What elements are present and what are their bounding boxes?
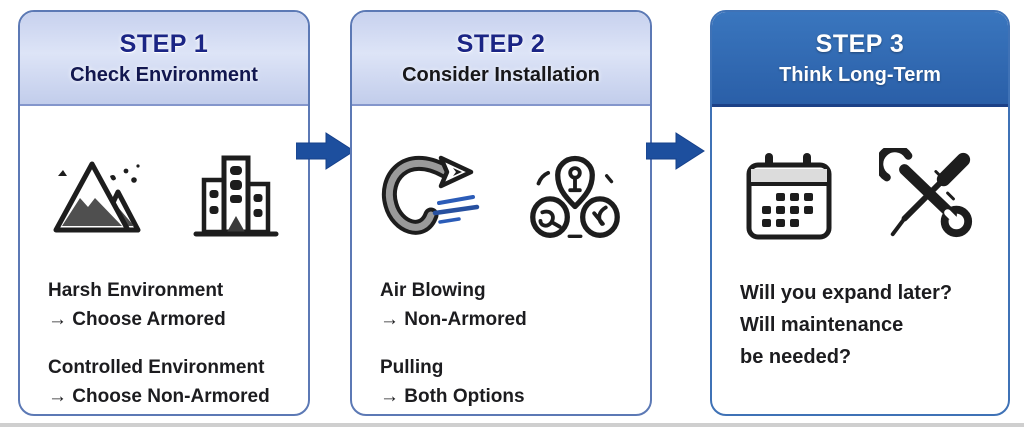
question-line: be needed? [740, 346, 852, 368]
rule-recommendation: → Choose Armored [48, 309, 226, 330]
rule-item: Air Blowing → Non-Armored [380, 276, 650, 334]
step-3-card: STEP 3 Think Long-Term [710, 10, 1010, 416]
rule-recommendation: → Both Options [380, 386, 525, 407]
rule-item: Pulling → Both Options [380, 353, 650, 411]
step-2-text: Air Blowing → Non-Armored Pulling → Both… [352, 276, 650, 411]
question-line: Will maintenance [740, 314, 904, 336]
rule-condition: Harsh Environment [48, 280, 224, 301]
step-1-text: Harsh Environment → Choose Armored Contr… [20, 276, 308, 411]
step-2-subtitle: Consider Installation [402, 63, 600, 86]
step-1-title: STEP 1 [119, 29, 209, 58]
step-3-title: STEP 3 [815, 29, 905, 58]
air-blowing-icon [379, 147, 483, 243]
rule-recommendation: → Choose Non-Armored [48, 386, 270, 407]
rule-item: Harsh Environment → Choose Armored [48, 276, 308, 334]
step-1-card: STEP 1 Check Environment [18, 10, 310, 416]
step-1-icon-row [20, 146, 308, 244]
step-2-card: STEP 2 Consider Installation [350, 10, 652, 416]
tools-icon [879, 148, 977, 244]
arrow-right-icon [645, 130, 706, 172]
arrow-right-icon [295, 130, 356, 172]
step-3-icon-row [712, 147, 1008, 245]
step-2-title: STEP 2 [456, 29, 546, 58]
cable-pulling-icon [527, 147, 623, 243]
rule-item: Controlled Environment → Choose Non-Armo… [48, 353, 308, 411]
step-3-header: STEP 3 Think Long-Term [712, 12, 1008, 107]
building-icon [192, 150, 280, 240]
question-line: Will you expand later? [740, 282, 953, 304]
step-1-header: STEP 1 Check Environment [20, 12, 308, 106]
step-3-text: Will you expand later? Will maintenance … [712, 277, 1008, 373]
step-2-icon-row [352, 146, 650, 244]
rule-recommendation: → Non-Armored [380, 309, 527, 330]
bottom-edge-strip [0, 423, 1024, 427]
step-2-header: STEP 2 Consider Installation [352, 12, 650, 106]
rule-condition: Air Blowing [380, 280, 486, 301]
calendar-icon [743, 149, 835, 243]
rule-condition: Controlled Environment [48, 357, 265, 378]
mountain-icon [48, 150, 148, 240]
step-3-subtitle: Think Long-Term [779, 63, 941, 86]
rule-condition: Pulling [380, 357, 444, 378]
step-1-subtitle: Check Environment [70, 63, 258, 86]
